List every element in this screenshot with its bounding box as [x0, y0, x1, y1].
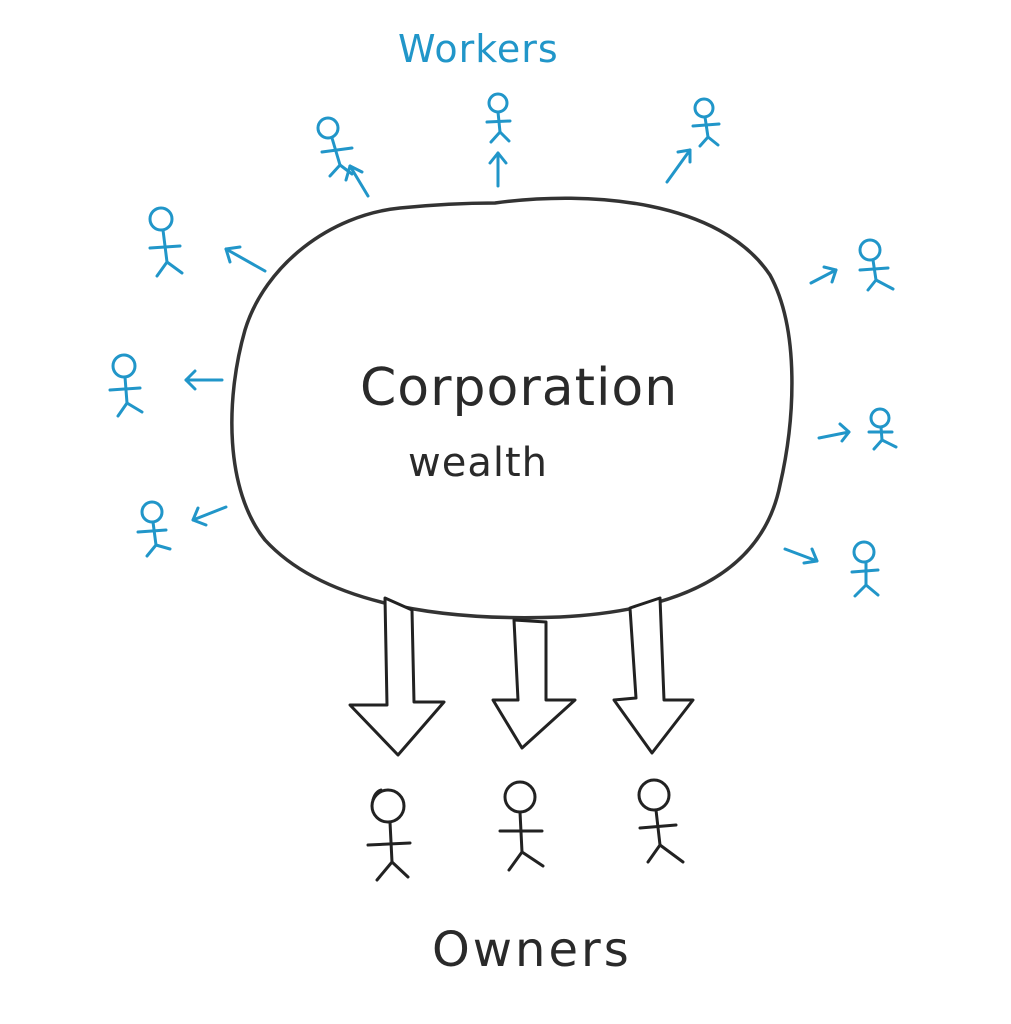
worker-figure-4	[148, 206, 184, 278]
worker-figure-8	[867, 407, 898, 451]
owner-figure-1	[366, 788, 412, 882]
worker-figure-1	[316, 116, 354, 178]
blob-label-line1: Corporation	[360, 358, 679, 418]
owners-label: Owners	[432, 922, 632, 978]
flow-arrow-worker-4	[224, 245, 267, 273]
worker-figure-6	[136, 500, 172, 558]
flow-arrow-worker-7	[809, 265, 838, 285]
flow-arrow-worker-1	[344, 164, 370, 198]
flow-arrow-owner-2	[491, 618, 577, 750]
owner-figure-3	[637, 778, 685, 864]
worker-figure-2	[485, 92, 512, 144]
flow-arrow-worker-9	[783, 547, 819, 565]
corporation-wealth-blob	[230, 196, 794, 620]
worker-figure-7	[858, 238, 895, 292]
blob-label-line2: wealth	[408, 440, 548, 486]
flow-arrow-worker-8	[817, 422, 851, 443]
worker-figure-5	[108, 353, 144, 418]
flow-arrow-worker-3	[665, 148, 692, 184]
flow-arrow-owner-1	[348, 596, 446, 757]
flow-arrow-owner-3	[612, 596, 695, 755]
workers-label: Workers	[398, 27, 559, 71]
flow-arrow-worker-2	[488, 151, 508, 188]
flow-arrow-worker-5	[184, 369, 224, 391]
owner-figure-2	[498, 780, 545, 872]
worker-figure-9	[850, 540, 880, 598]
flow-arrow-worker-6	[191, 505, 228, 527]
worker-figure-3	[691, 97, 721, 148]
